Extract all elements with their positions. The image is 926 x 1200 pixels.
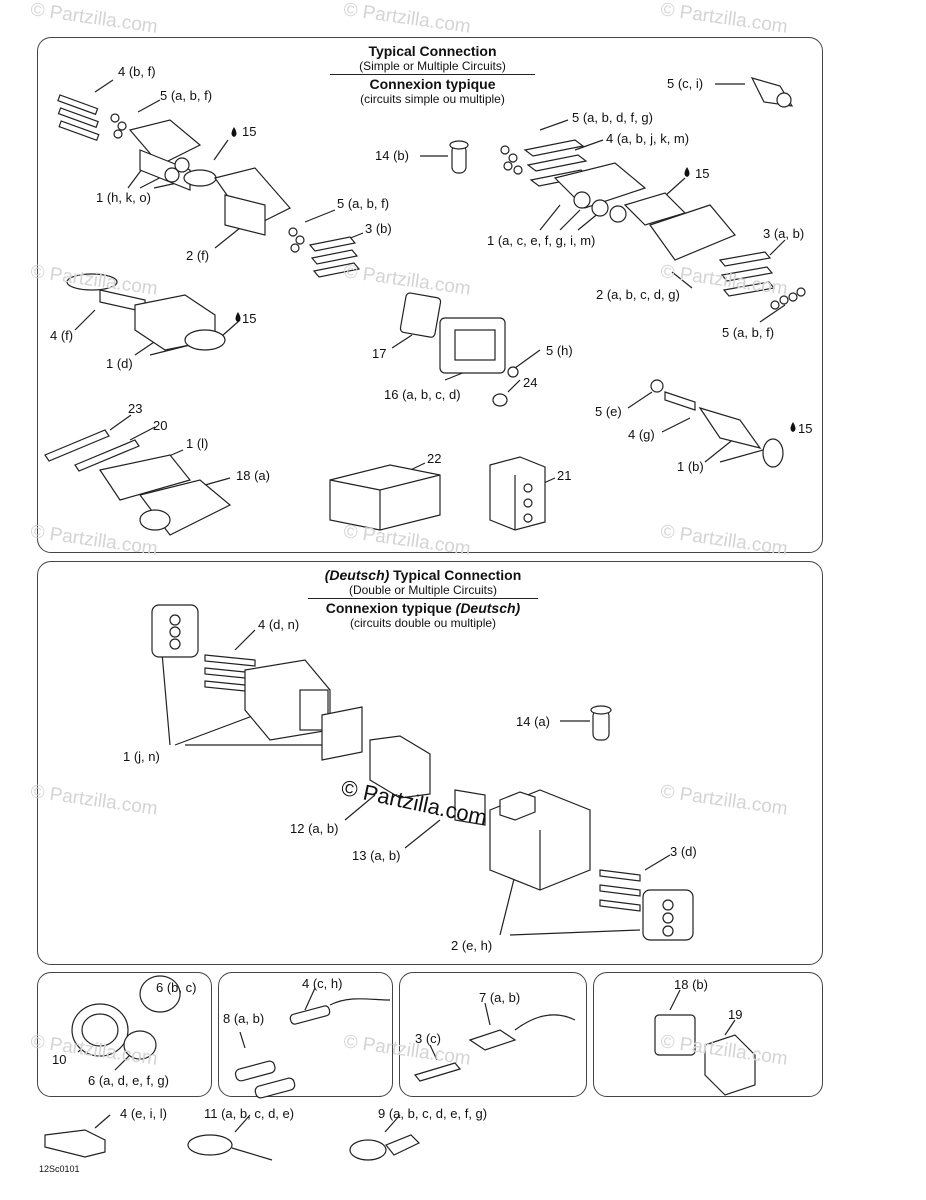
callout-2f: 2 (f) bbox=[186, 248, 210, 263]
callout-8ab: 8 (a, b) bbox=[223, 1011, 265, 1026]
callout-22: 22 bbox=[427, 451, 442, 466]
mid-subtitle-fr: (circuits double ou multiple) bbox=[349, 616, 497, 630]
mid-subtitle-en: (Double or Multiple Circuits) bbox=[348, 583, 498, 597]
callout-15-4: 15 bbox=[798, 421, 813, 436]
callout-5abdfg: 5 (a, b, d, f, g) bbox=[572, 110, 653, 125]
callout-18b: 18 (b) bbox=[674, 977, 708, 992]
callout-5ci: 5 (c, i) bbox=[667, 76, 704, 91]
callout-16abcd: 16 (a, b, c, d) bbox=[384, 387, 461, 402]
mid-title-block: (Deutsch) Typical Connection (Double or … bbox=[308, 567, 538, 630]
callout-18a: 18 (a) bbox=[236, 468, 270, 483]
callout-13ab: 13 (a, b) bbox=[352, 848, 401, 863]
callout-1jn: 1 (j, n) bbox=[123, 749, 160, 764]
callout-15-1: 15 bbox=[242, 124, 257, 139]
callout-15-3: 15 bbox=[242, 311, 257, 326]
drawing-code: 12Sc0101 bbox=[39, 1164, 80, 1174]
callout-4eil: 4 (e, i, l) bbox=[120, 1106, 167, 1121]
callout-3b: 3 (b) bbox=[365, 221, 392, 236]
callout-17: 17 bbox=[372, 346, 387, 361]
callout-5abf-1: 5 (a, b, f) bbox=[160, 88, 213, 103]
callout-6bc: 6 (b, c) bbox=[156, 980, 197, 995]
top-subtitle-en: (Simple or Multiple Circuits) bbox=[359, 59, 506, 73]
callout-1hko: 1 (h, k, o) bbox=[96, 190, 151, 205]
callout-7ab: 7 (a, b) bbox=[479, 990, 521, 1005]
mid-title-en: Typical Connection bbox=[393, 567, 522, 583]
callout-23: 23 bbox=[128, 401, 143, 416]
callout-4abjkm: 4 (a, b, j, k, m) bbox=[606, 131, 690, 146]
callout-14b: 14 (b) bbox=[375, 148, 409, 163]
callout-4f: 4 (f) bbox=[50, 328, 74, 343]
top-title-en: Typical Connection bbox=[368, 43, 497, 59]
callout-21: 21 bbox=[557, 468, 572, 483]
callout-20: 20 bbox=[153, 418, 168, 433]
callout-3c: 3 (c) bbox=[415, 1031, 441, 1046]
callout-5h: 5 (h) bbox=[546, 343, 573, 358]
callout-2eh: 2 (e, h) bbox=[451, 938, 493, 953]
callout-12ab: 12 (a, b) bbox=[290, 821, 339, 836]
top-title-block: Typical Connection (Simple or Multiple C… bbox=[330, 43, 535, 106]
callout-2abcdg: 2 (a, b, c, d, g) bbox=[596, 287, 680, 302]
callout-24: 24 bbox=[523, 375, 538, 390]
callout-5abf-2: 5 (a, b, f) bbox=[337, 196, 390, 211]
callout-14a: 14 (a) bbox=[516, 714, 550, 729]
callout-19: 19 bbox=[728, 1007, 743, 1022]
callout-1d: 1 (d) bbox=[106, 356, 133, 371]
callout-4bf: 4 (b, f) bbox=[118, 64, 156, 79]
callout-10: 10 bbox=[52, 1052, 67, 1067]
callout-3ab: 3 (a, b) bbox=[763, 226, 805, 241]
callout-6adefg: 6 (a, d, e, f, g) bbox=[88, 1073, 169, 1088]
callout-1l: 1 (l) bbox=[186, 436, 209, 451]
mid-title-fr: Connexion typique bbox=[325, 600, 452, 616]
callout-15-2: 15 bbox=[695, 166, 710, 181]
callout-9abcdefg: 9 (a, b, c, d, e, f, g) bbox=[378, 1106, 488, 1121]
callout-4ch: 4 (c, h) bbox=[302, 976, 343, 991]
callout-1b: 1 (b) bbox=[677, 459, 704, 474]
callout-1acefgim: 1 (a, c, e, f, g, i, m) bbox=[487, 233, 596, 248]
callout-5e: 5 (e) bbox=[595, 404, 622, 419]
mid-title-fr-suffix: (Deutsch) bbox=[455, 600, 521, 616]
callout-4dn: 4 (d, n) bbox=[258, 617, 300, 632]
callout-4g: 4 (g) bbox=[628, 427, 655, 442]
callout-5abf-3: 5 (a, b, f) bbox=[722, 325, 775, 340]
top-title-fr: Connexion typique bbox=[369, 76, 496, 92]
top-subtitle-fr: (circuits simple ou multiple) bbox=[360, 92, 505, 106]
mid-title-prefix: (Deutsch) bbox=[324, 567, 390, 583]
callout-11abcde: 11 (a, b, c, d, e) bbox=[204, 1106, 295, 1121]
callout-3d: 3 (d) bbox=[670, 844, 697, 859]
